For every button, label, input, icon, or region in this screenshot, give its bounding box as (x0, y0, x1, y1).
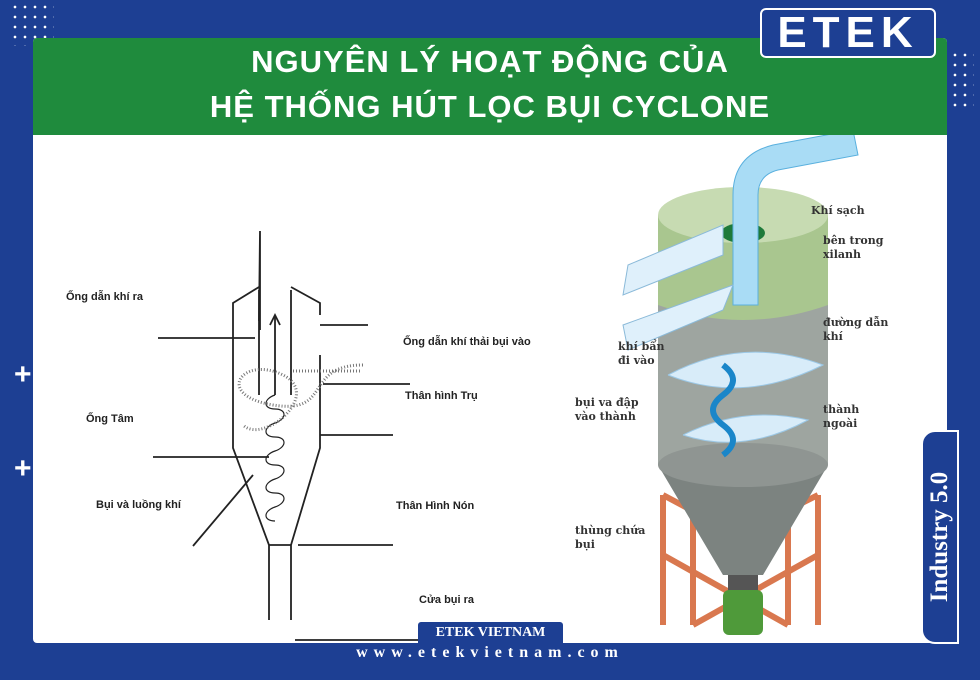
brand-badge: ETEK VIETNAM (418, 622, 563, 643)
industry-label: Industry 5.0 (921, 430, 959, 644)
label-cone-body: Thân Hình Nón (396, 500, 475, 512)
label-air-path: đường dẫn khí (823, 316, 889, 343)
label-clean-air: Khí sạch (811, 204, 865, 217)
label-outer-wall: thành ngoài (823, 403, 860, 430)
title-banner: NGUYÊN LÝ HOẠT ĐỘNG CỦA HỆ THỐNG HÚT LỌC… (33, 38, 947, 135)
label-cylinder-body: Thân hình Trụ (405, 390, 478, 402)
industry-text: Industry 5.0 (926, 471, 953, 603)
label-inlet-pipe: Ống dẫn khí thải bụi vào (403, 336, 531, 348)
cyclone-illustration (622, 135, 859, 635)
label-dust-bin: thùng chứa bụi (575, 524, 646, 551)
plus-icon: + (14, 452, 32, 485)
label-inside-cylinder: bên trong xilanh (823, 234, 884, 261)
label-dust-outlet: Cửa bụi ra (419, 594, 475, 606)
cyclone-schematic (153, 230, 418, 641)
title-line-2: HỆ THỐNG HÚT LỌC BỤI CYCLONE (209, 89, 771, 124)
website-url: www.etekvietnam.com (356, 644, 624, 661)
label-outlet-pipe: Ống dẫn khí ra (66, 291, 144, 303)
label-dust-hits-wall: bụi va đập vào thành (575, 396, 639, 423)
plus-icon: + (14, 358, 32, 391)
title-line-1: NGUYÊN LÝ HOẠT ĐỘNG CỦA (251, 44, 729, 79)
etek-logo: ETEK (760, 8, 936, 58)
label-dirty-air-in: khí bẩn đi vào (618, 340, 665, 367)
infographic-card: NGUYÊN LÝ HOẠT ĐỘNG CỦA HỆ THỐNG HÚT LỌC… (33, 38, 947, 643)
label-center-tube: Ống Tâm (86, 413, 134, 425)
label-dust-airflow: Bụi và luồng khí (96, 499, 181, 511)
